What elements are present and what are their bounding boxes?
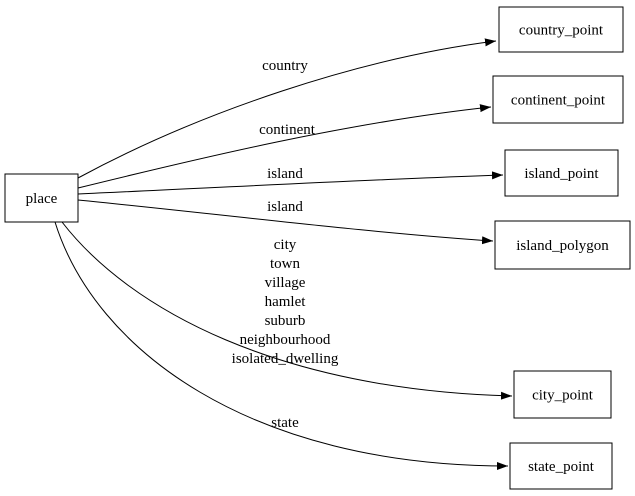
node-box-island_polygon	[494, 220, 631, 270]
edge-label-place-state_point: state	[271, 415, 299, 431]
edge-place-country_point	[77, 38, 497, 179]
node-continent_point: continent_point	[492, 75, 624, 124]
node-label-country_point: country_point	[519, 23, 604, 39]
edge-label-place-island_polygon: island	[267, 199, 303, 215]
edge-place-continent_point	[77, 104, 492, 189]
node-box-place	[4, 173, 79, 223]
edge-label-place-continent_point: continent	[259, 122, 316, 138]
node-label-place: place	[26, 191, 58, 207]
edge-label-place-island_point: island	[267, 166, 303, 182]
edge-place-island_polygon	[77, 199, 494, 245]
node-label-city_point: city_point	[532, 388, 594, 404]
node-place: place	[4, 173, 79, 223]
node-box-country_point	[498, 6, 624, 53]
node-box-island_point	[504, 149, 619, 197]
node-state_point: state_point	[509, 442, 613, 490]
node-box-state_point	[509, 442, 613, 490]
node-box-continent_point	[492, 75, 624, 124]
node-label-island_polygon: island_polygon	[516, 238, 609, 254]
edge-place-island_point	[77, 171, 504, 195]
node-country_point: country_point	[498, 6, 624, 53]
edge-place-state_point	[54, 221, 509, 470]
node-label-state_point: state_point	[528, 459, 595, 475]
node-label-island_point: island_point	[524, 166, 599, 182]
node-label-continent_point: continent_point	[511, 93, 606, 109]
edge-place-city_point	[61, 221, 513, 400]
edge-label-place-country_point: country	[262, 58, 308, 74]
node-island_polygon: island_polygon	[494, 220, 631, 270]
node-city_point: city_point	[513, 370, 612, 419]
node-island_point: island_point	[504, 149, 619, 197]
node-box-city_point	[513, 370, 612, 419]
